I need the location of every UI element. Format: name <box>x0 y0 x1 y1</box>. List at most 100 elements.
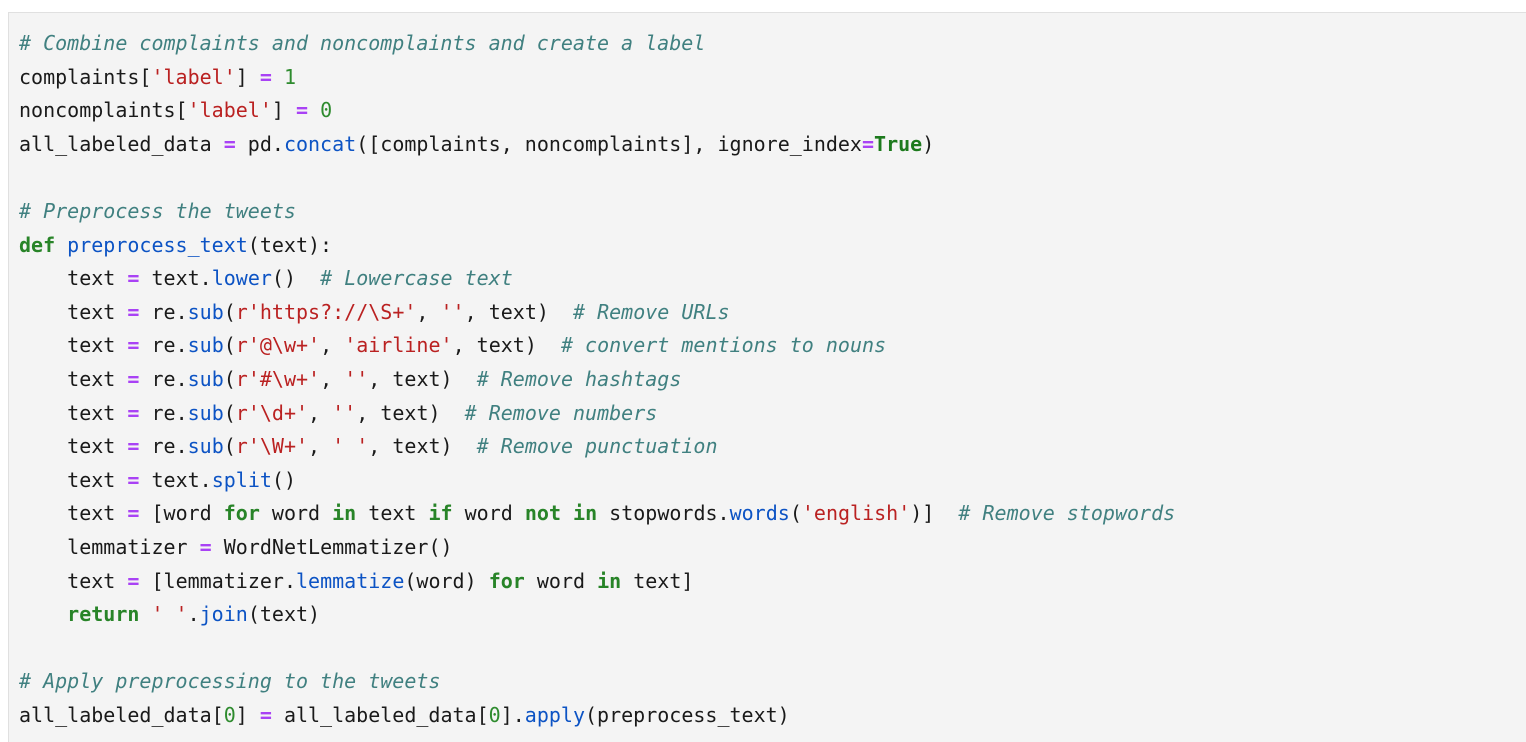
code-punctuation: , <box>308 400 321 425</box>
code-identifier: complaints <box>19 64 140 89</box>
code-identifier: text <box>368 501 417 526</box>
code-punctuation: ( <box>223 400 236 425</box>
code-identifier: text <box>151 467 200 492</box>
code-identifier: text <box>67 400 116 425</box>
code-punctuation: () <box>428 534 453 559</box>
code-function: preprocess_text <box>67 232 248 257</box>
code-string: r'@\w+' <box>235 333 321 358</box>
code-punctuation: . <box>187 602 200 627</box>
code-identifier: all_labeled_data <box>283 702 477 727</box>
code-string: 'english' <box>801 501 911 526</box>
code-operator: = <box>295 98 309 123</box>
code-punctuation: , <box>320 333 333 358</box>
code-comment: # Remove URLs <box>573 299 730 324</box>
code-punctuation: . <box>271 131 284 156</box>
code-string: 'label' <box>151 64 236 89</box>
code-keyword: in <box>332 501 357 526</box>
code-comment: # Remove punctuation <box>476 434 718 459</box>
code-comment: # Remove stopwords <box>958 501 1176 526</box>
code-punctuation: ( <box>247 602 260 627</box>
code-keyword: not <box>524 501 561 526</box>
code-punctuation: ) <box>536 299 549 324</box>
code-identifier: complaints <box>380 131 501 156</box>
code-identifier: word <box>416 568 465 593</box>
code-punctuation: ( <box>247 232 260 257</box>
code-identifier: lemmatizer <box>163 568 284 593</box>
code-function: sub <box>187 400 224 425</box>
code-keyword: in <box>597 568 622 593</box>
code-operator: = <box>127 266 140 291</box>
code-punctuation: , <box>500 131 513 156</box>
code-punctuation: ( <box>789 501 802 526</box>
code-identifier: text <box>67 568 116 593</box>
code-punctuation: ], <box>681 131 706 156</box>
code-punctuation: ] <box>681 568 694 593</box>
code-operator: = <box>127 568 140 593</box>
code-operator: = <box>259 64 272 89</box>
code-operator: = <box>223 131 236 156</box>
code-identifier: word <box>271 501 321 526</box>
code-function: concat <box>283 131 357 156</box>
code-punctuation: ) <box>922 131 935 156</box>
code-operator: = <box>259 702 272 727</box>
code-operator: = <box>127 400 140 425</box>
code-keyword: in <box>573 501 598 526</box>
code-punctuation: , <box>464 299 477 324</box>
code-punctuation: [ <box>151 501 164 526</box>
code-identifier: re <box>151 299 176 324</box>
code-function: lemmatize <box>296 568 405 593</box>
code-identifier: text <box>67 501 116 526</box>
code-punctuation: , <box>308 434 321 459</box>
code-identifier: word <box>536 568 586 593</box>
code-operator: = <box>127 434 140 459</box>
code-function: sub <box>187 333 224 358</box>
python-source-code[interactable]: # Combine complaints and noncomplaints a… <box>9 13 1526 732</box>
code-keyword: True <box>874 131 923 156</box>
code-function: apply <box>524 702 585 727</box>
code-punctuation: , <box>320 366 333 391</box>
code-function: split <box>211 467 272 492</box>
code-comment: # convert mentions to nouns <box>560 333 887 358</box>
code-keyword: return <box>67 602 140 627</box>
code-block: # Combine complaints and noncomplaints a… <box>8 12 1526 742</box>
code-punctuation: . <box>175 434 188 459</box>
code-punctuation: [ <box>151 568 164 593</box>
code-punctuation: , <box>356 400 369 425</box>
code-keyword: for <box>488 568 525 593</box>
code-punctuation: ] <box>235 702 248 727</box>
code-string: '' <box>440 299 465 324</box>
code-identifier: text <box>67 366 116 391</box>
code-punctuation: . <box>175 333 188 358</box>
code-punctuation: . <box>717 501 730 526</box>
code-string: r'#\w+' <box>235 366 321 391</box>
code-punctuation: ) <box>440 434 453 459</box>
code-string: '' <box>332 400 357 425</box>
code-punctuation: ): <box>308 232 333 257</box>
code-string: 'label' <box>187 98 272 123</box>
code-punctuation: . <box>283 568 296 593</box>
code-identifier: text <box>67 299 116 324</box>
code-punctuation: () <box>271 467 297 492</box>
code-identifier: text <box>67 266 116 291</box>
code-punctuation: . <box>175 400 188 425</box>
code-identifier: WordNetLemmatizer <box>223 534 429 559</box>
code-identifier: text <box>259 602 309 627</box>
code-operator: = <box>127 467 140 492</box>
code-punctuation: . <box>199 266 212 291</box>
code-number: 0 <box>320 98 333 123</box>
code-number: 0 <box>488 702 501 727</box>
code-punctuation: ( <box>404 568 417 593</box>
code-punctuation: , <box>368 434 381 459</box>
code-identifier: text <box>392 434 441 459</box>
code-identifier: text <box>380 400 429 425</box>
code-function: join <box>199 602 248 627</box>
code-identifier: stopwords <box>609 501 718 526</box>
code-identifier: text <box>151 266 200 291</box>
code-identifier: preprocess_text <box>597 702 778 727</box>
code-identifier: ignore_index <box>717 131 862 156</box>
code-punctuation: , <box>452 333 465 358</box>
code-operator: = <box>861 131 875 156</box>
code-identifier: text <box>476 333 525 358</box>
code-punctuation: [ <box>175 98 188 123</box>
code-string: r'\d+' <box>235 400 309 425</box>
